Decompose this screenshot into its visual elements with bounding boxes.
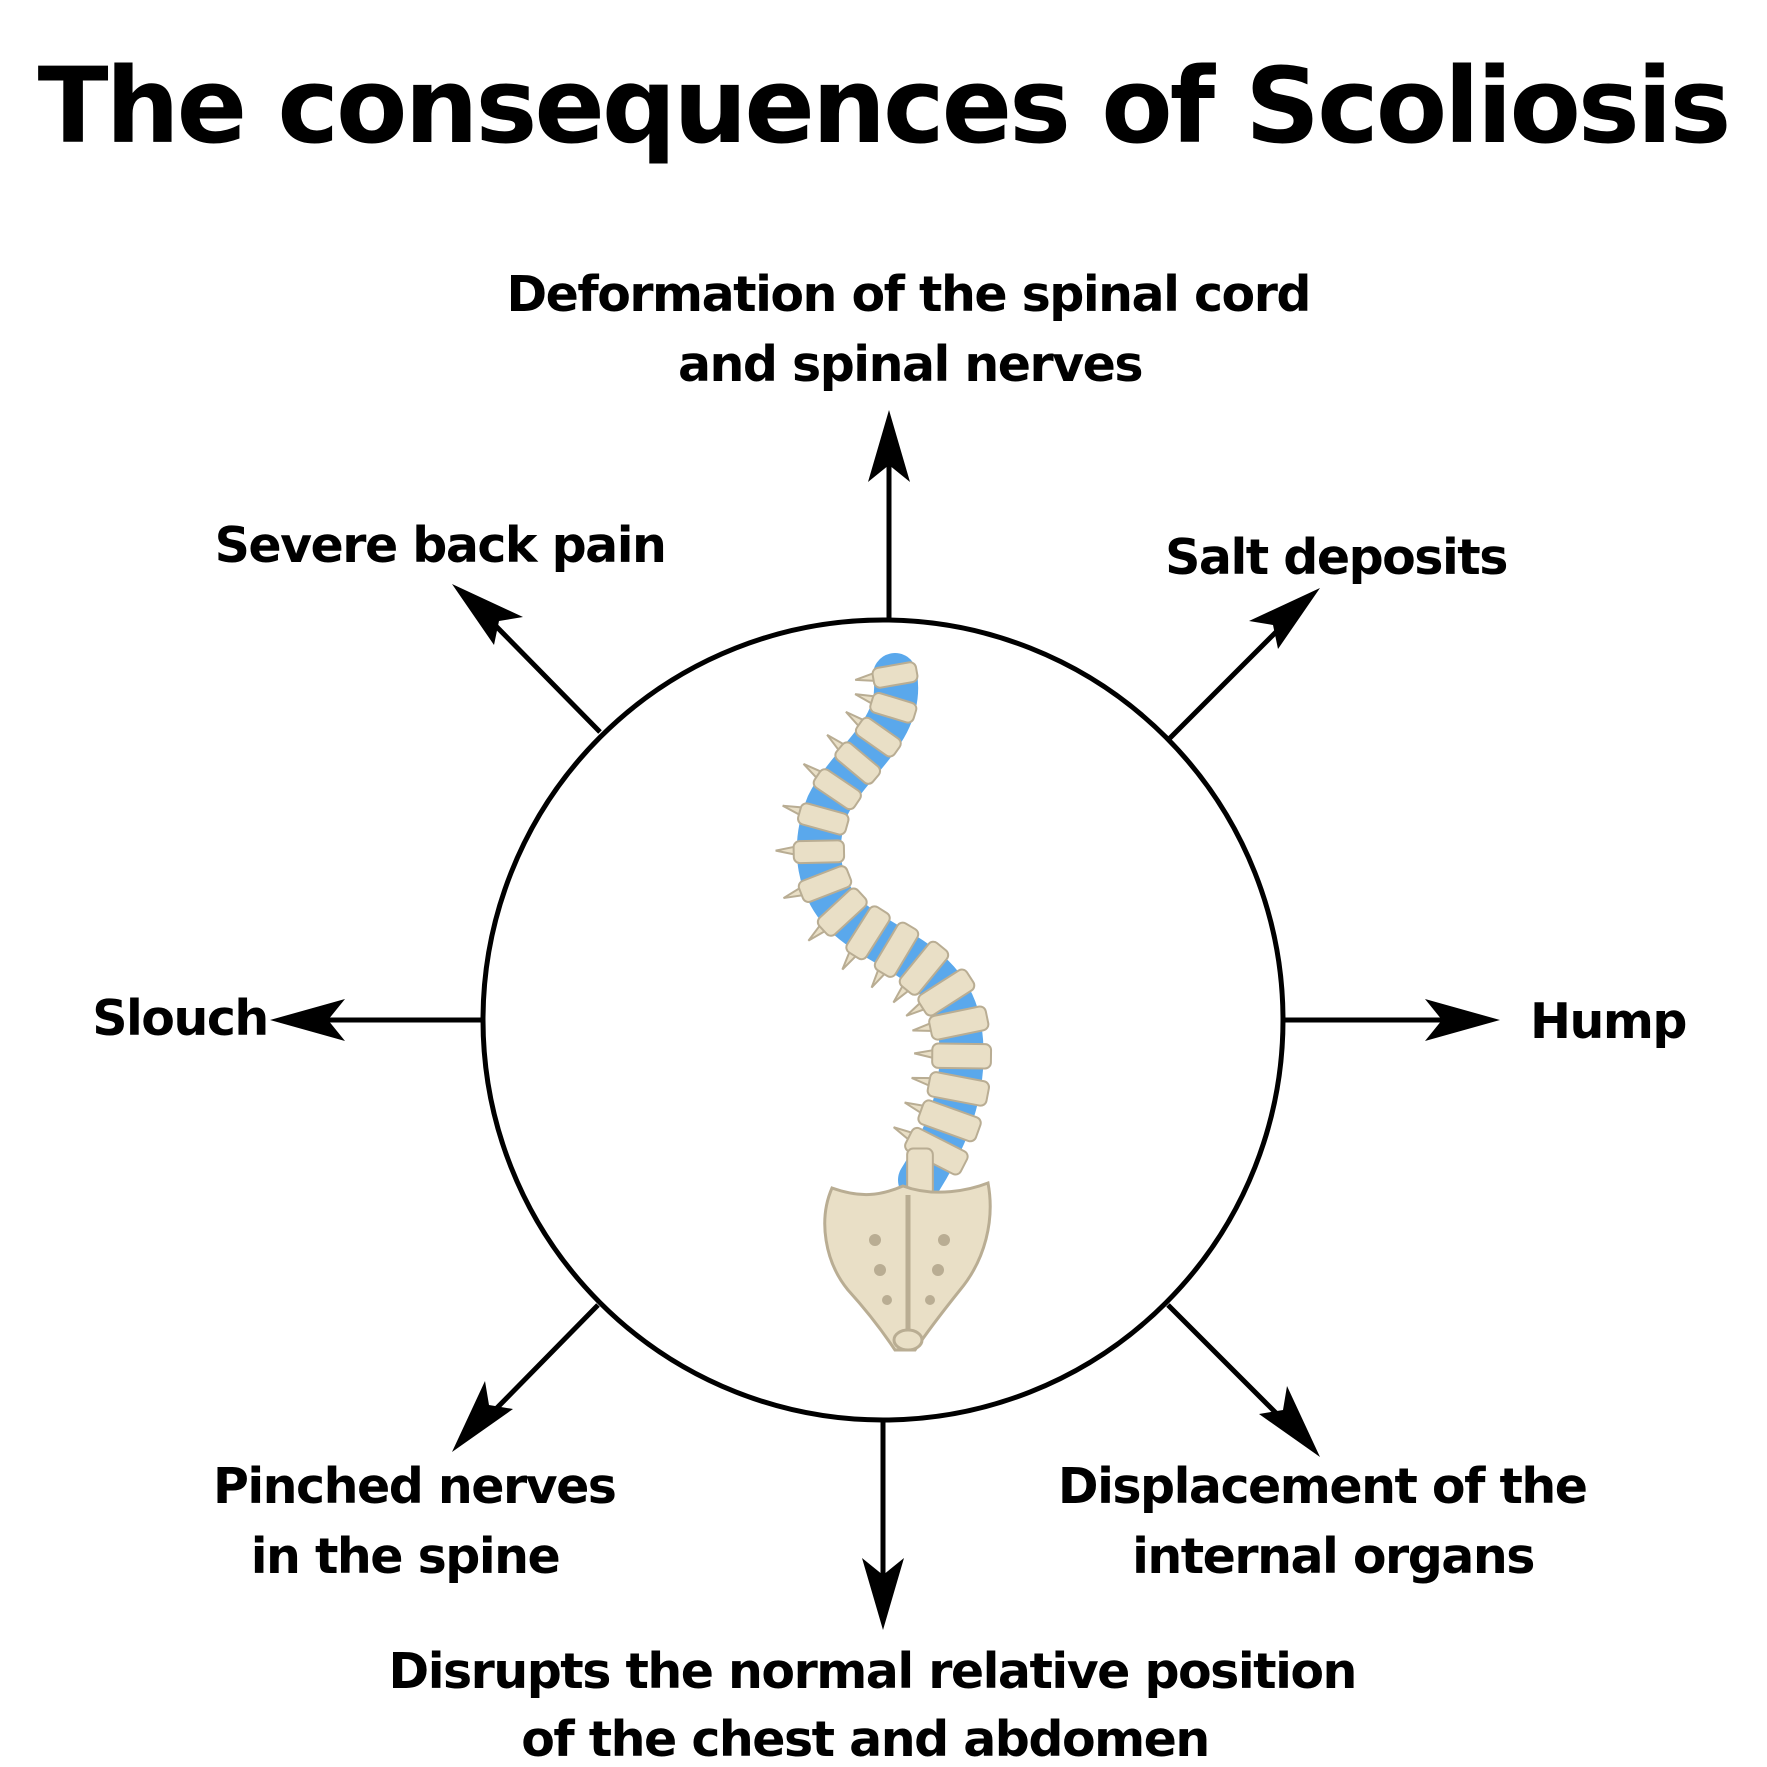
- vertebra: [775, 839, 846, 865]
- label-top-right-line-1: Salt deposits: [1165, 529, 1507, 586]
- vertebra: [841, 905, 891, 971]
- arrow-bottom-right: [1166, 1303, 1320, 1457]
- scoliosis-spine-illustration: [775, 653, 993, 1352]
- label-right: Hump: [1530, 993, 1686, 1050]
- vertebra: [826, 733, 882, 785]
- arrow-bottom: [862, 1422, 904, 1630]
- arrow-right: [1283, 999, 1500, 1041]
- vertebra: [854, 691, 918, 724]
- vertebrae: [775, 661, 993, 1230]
- label-bottom-right: Displacement of the internal organs: [1058, 1458, 1602, 1585]
- label-bottom-left-line-1: Pinched nerves: [213, 1458, 616, 1515]
- vertebra: [914, 1042, 993, 1070]
- sacrum: [823, 1180, 992, 1352]
- label-top-right: Salt deposits: [1165, 529, 1507, 586]
- label-bottom-right-line-2: internal organs: [1132, 1528, 1534, 1585]
- arrows: [270, 410, 1500, 1630]
- vertebra: [783, 865, 853, 903]
- vertebra: [892, 940, 950, 1004]
- arrow-top-left: [452, 584, 602, 734]
- label-top-left-line-1: Severe back pain: [215, 517, 666, 574]
- label-left-line-1: Slouch: [92, 990, 268, 1047]
- label-bottom-right-line-1: Displacement of the: [1058, 1458, 1587, 1515]
- arrow-top-right: [1166, 588, 1320, 742]
- vertebra: [807, 887, 868, 942]
- vertebra: [845, 710, 902, 758]
- label-top: Deformation of the spinal cord and spina…: [507, 266, 1326, 393]
- vertebra: [905, 968, 976, 1017]
- vertebra: [854, 661, 919, 689]
- vertebra: [893, 1126, 969, 1176]
- label-left: Slouch: [92, 990, 268, 1047]
- label-bottom-line-1: Disrupts the normal relative position: [389, 1643, 1356, 1700]
- arrow-top: [868, 410, 910, 620]
- vertebra: [912, 1005, 990, 1041]
- vertebra: [911, 1071, 990, 1107]
- vertebra: [870, 921, 920, 989]
- label-right-line-1: Hump: [1530, 993, 1686, 1050]
- vertebra: [904, 1099, 982, 1143]
- vertebra: [802, 763, 862, 811]
- arrow-bottom-left: [452, 1303, 600, 1452]
- page-title: The consequences of Scoliosis: [38, 45, 1729, 167]
- arrow-left: [270, 999, 483, 1041]
- label-top-line-2: and spinal nerves: [678, 336, 1142, 393]
- label-top-left: Severe back pain: [215, 517, 666, 574]
- label-bottom-line-2: of the chest and abdomen: [521, 1711, 1209, 1767]
- label-bottom-left: Pinched nerves in the spine: [213, 1458, 631, 1585]
- label-top-line-1: Deformation of the spinal cord: [507, 266, 1310, 323]
- vertebra: [782, 802, 850, 836]
- label-bottom-left-line-2: in the spine: [251, 1528, 560, 1585]
- label-bottom: Disrupts the normal relative position of…: [389, 1643, 1372, 1767]
